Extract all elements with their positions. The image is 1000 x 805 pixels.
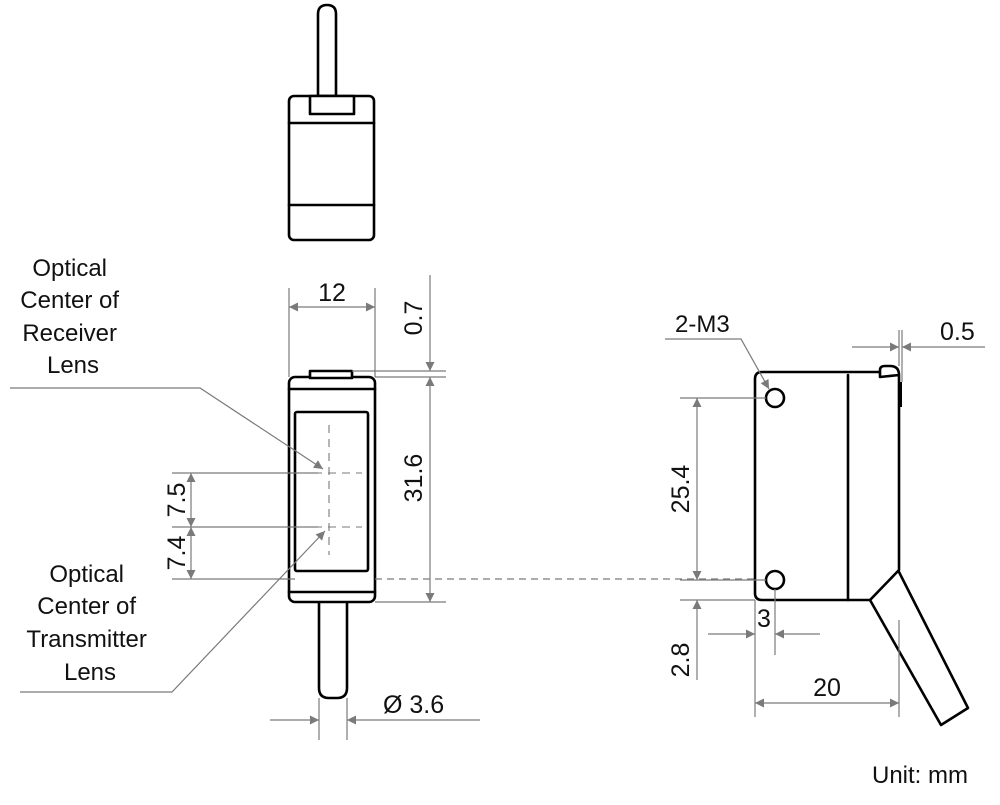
side-view-cable xyxy=(868,568,970,727)
dim-hole-pitch: 25.4 xyxy=(667,465,695,514)
top-view-connector xyxy=(308,94,356,116)
mount-hole-top xyxy=(764,387,786,409)
screw-label: 2-M3 xyxy=(675,311,730,338)
unit-label: Unit: mm xyxy=(872,762,968,789)
side-view-top-tab xyxy=(878,364,901,379)
leaders xyxy=(10,387,326,693)
side-view xyxy=(753,364,970,727)
side-view-dimensions: 2-M3 0.5 25.4 2.8 3 20 xyxy=(665,311,985,717)
dim-width-front: 12 xyxy=(318,279,346,307)
side-view-side-tab xyxy=(899,382,902,407)
dim-cable-dia: Ø 3.6 xyxy=(383,691,444,719)
dim-top-step: 0.7 xyxy=(400,301,428,336)
front-view-dimensions: 12 0.7 31.6 7.5 7.4 Ø 3.6 xyxy=(163,275,480,740)
top-view xyxy=(287,3,376,242)
dim-side-step: 0.5 xyxy=(940,318,975,346)
receiver-label: Optical Center of Receiver Lens xyxy=(20,255,125,379)
front-view-cable xyxy=(317,598,349,700)
dim-tx-offset: 7.4 xyxy=(163,536,191,571)
top-view-cable xyxy=(316,3,338,98)
front-view-lens-window xyxy=(293,410,370,573)
receiver-leader xyxy=(10,387,324,470)
mount-hole-bottom xyxy=(764,569,786,591)
top-view-body xyxy=(287,94,376,242)
dim-height-total: 31.6 xyxy=(400,454,428,503)
transmitter-label: Optical Center of Transmitter Lens xyxy=(26,561,153,686)
dim-hole-side: 3 xyxy=(757,605,771,633)
dim-rx-offset: 7.5 xyxy=(163,483,191,518)
front-view-top-tab xyxy=(308,369,354,380)
transmitter-leader xyxy=(20,530,326,693)
dim-depth: 20 xyxy=(813,674,841,702)
dim-hole-bottom: 2.8 xyxy=(667,643,695,678)
screw-leader xyxy=(665,338,770,390)
front-view xyxy=(287,369,377,700)
